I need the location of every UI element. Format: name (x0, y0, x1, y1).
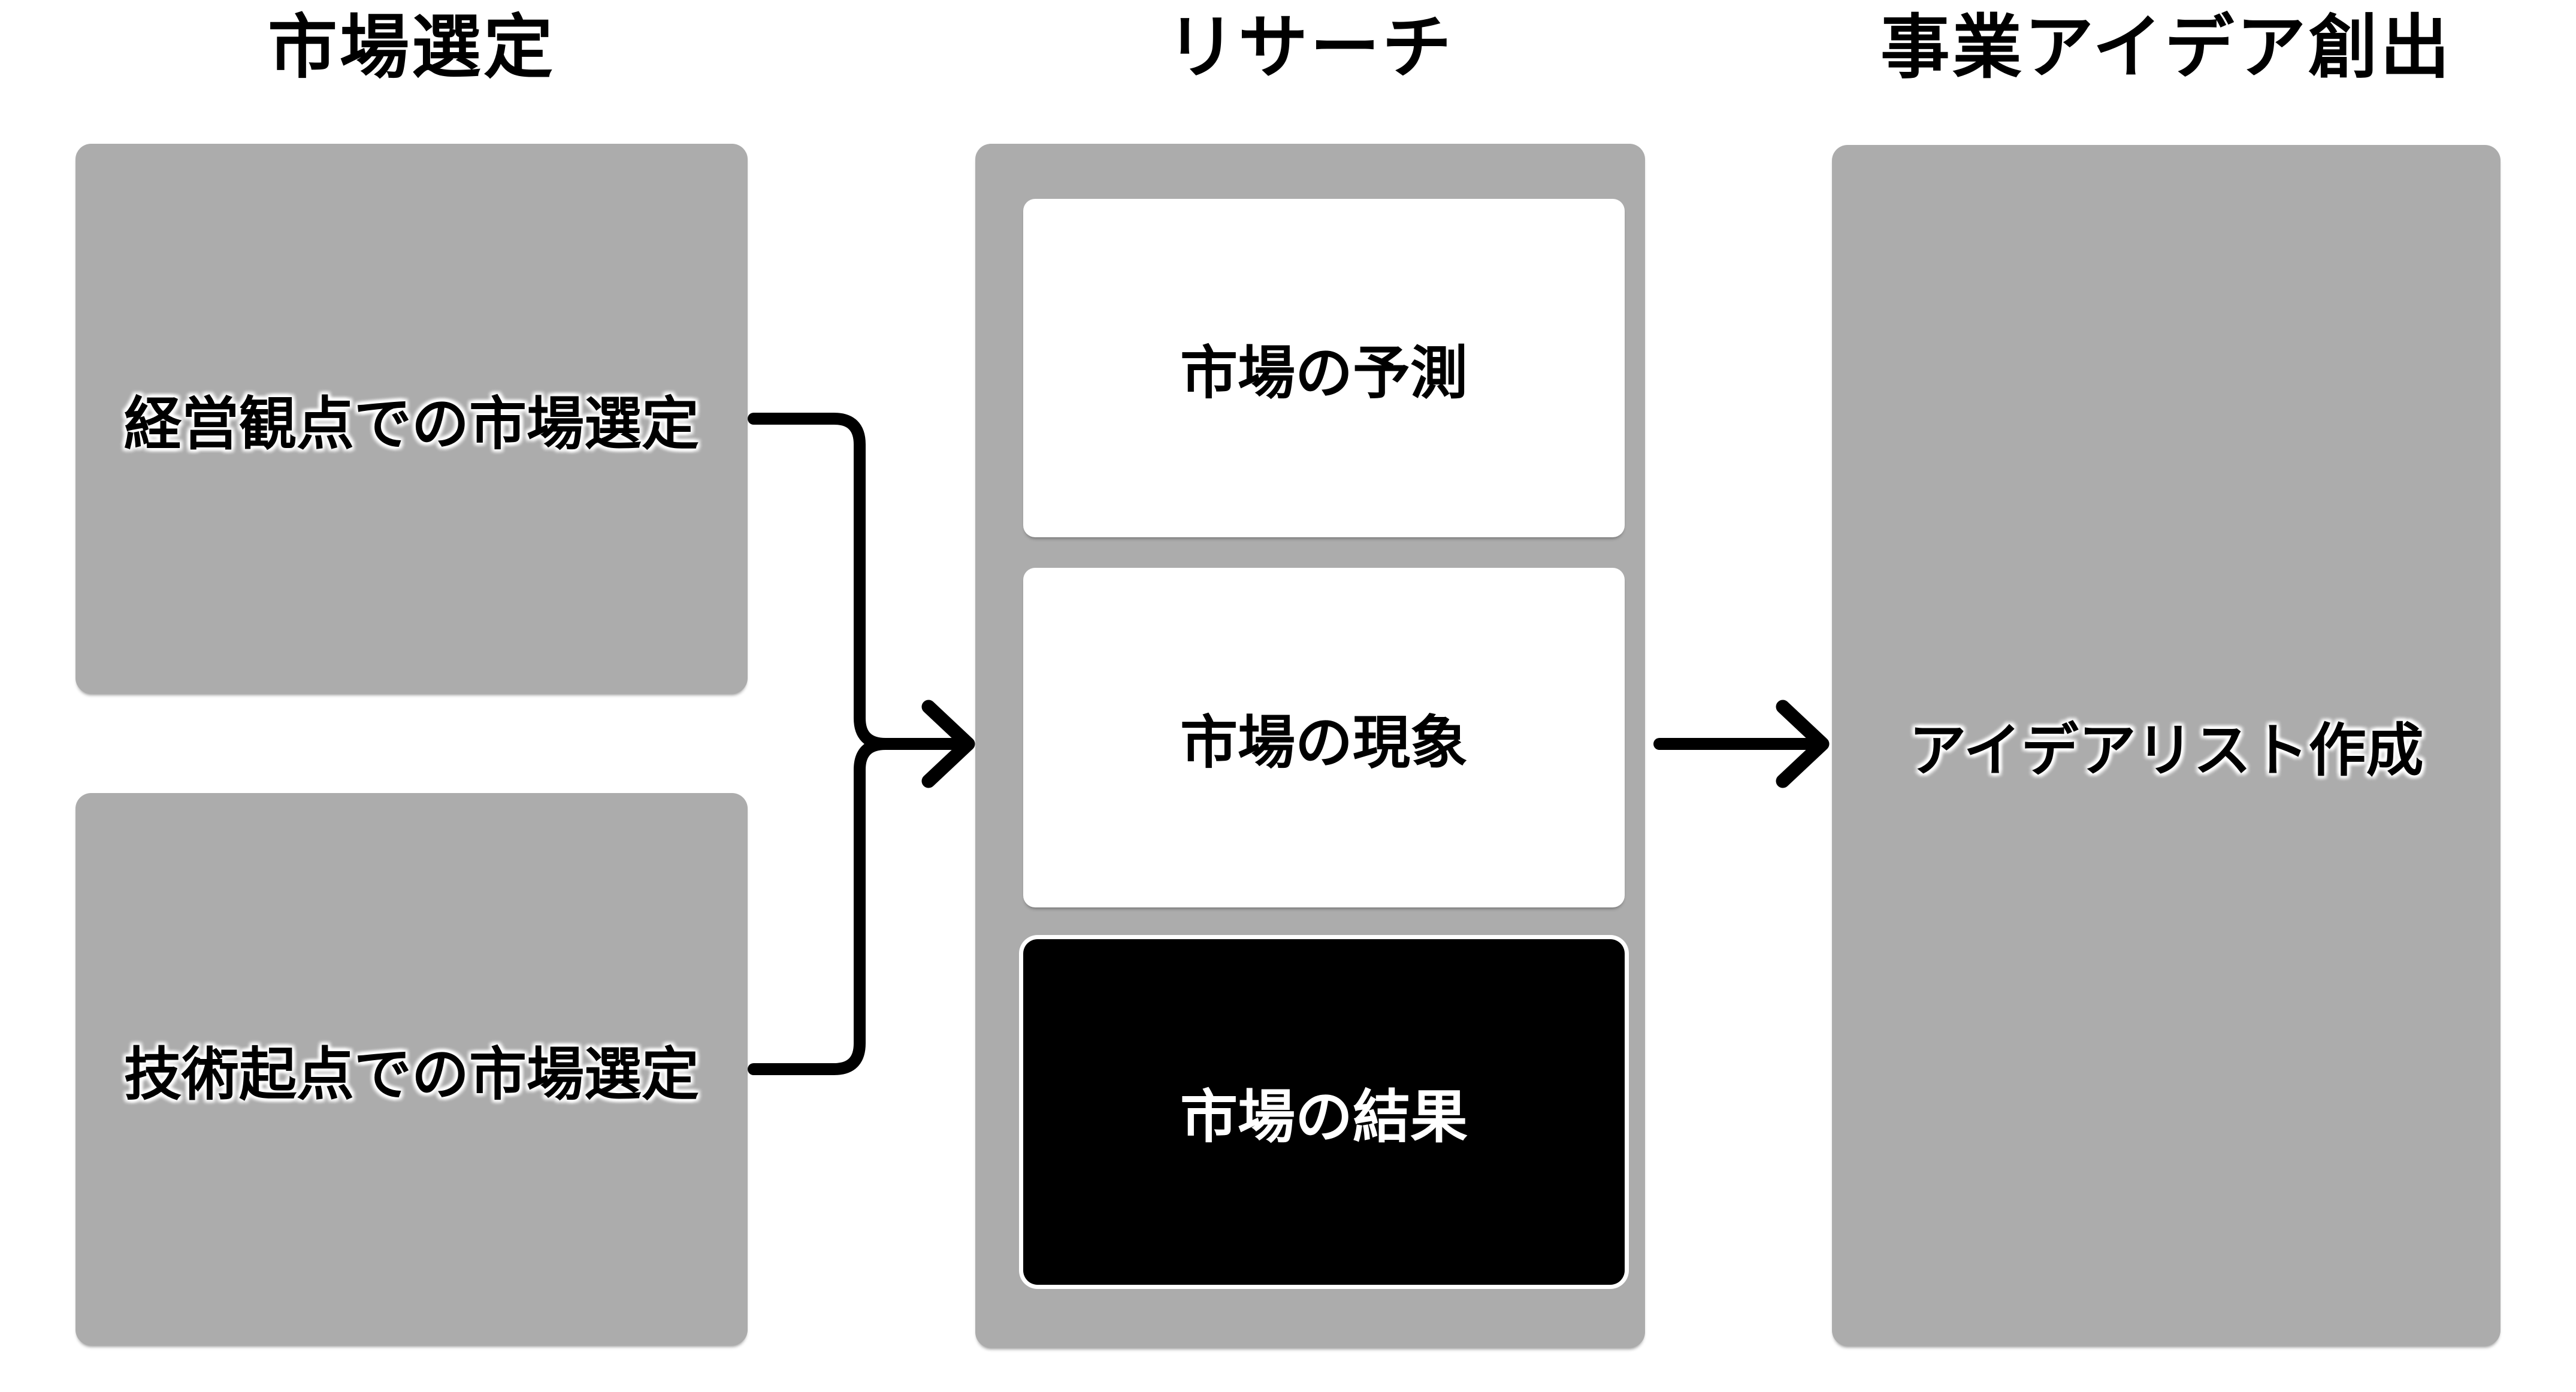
column-title-research: リサーチ (1166, 7, 1454, 88)
box-market-phenomenon: 市場の現象 (1023, 568, 1625, 907)
research-to-idea-arrowhead-icon (1776, 700, 1830, 788)
box-technology-market-selection-label: 技術起点での市場選定 (124, 1040, 699, 1108)
box-market-phenomenon-label: 市場の現象 (1180, 709, 1468, 776)
box-technology-market-selection: 技術起点での市場選定 (75, 793, 748, 1345)
merge-arrowhead-icon (921, 700, 975, 788)
box-market-forecast-label: 市場の予測 (1180, 340, 1468, 407)
box-market-results-label: 市場の結果 (1180, 1084, 1468, 1151)
box-market-forecast: 市場の予測 (1023, 199, 1625, 537)
box-management-market-selection: 経営観点での市場選定 (75, 144, 748, 694)
merge-arrow-top-branch (748, 413, 965, 750)
merge-arrow (748, 413, 975, 1075)
box-management-market-selection-label: 経営観点での市場選定 (124, 390, 699, 458)
column-title-idea-creation: 事業アイデア創出 (1880, 7, 2453, 88)
merge-arrow-bottom-branch (748, 738, 965, 1075)
box-idea-list-creation-label: アイデアリスト作成 (1909, 717, 2424, 784)
box-market-results: 市場の結果 (1023, 939, 1625, 1285)
column-title-market-selection: 市場選定 (268, 7, 555, 88)
box-idea-list-creation: アイデアリスト作成 (1832, 145, 2501, 1346)
research-to-idea-arrow (1653, 700, 1830, 788)
